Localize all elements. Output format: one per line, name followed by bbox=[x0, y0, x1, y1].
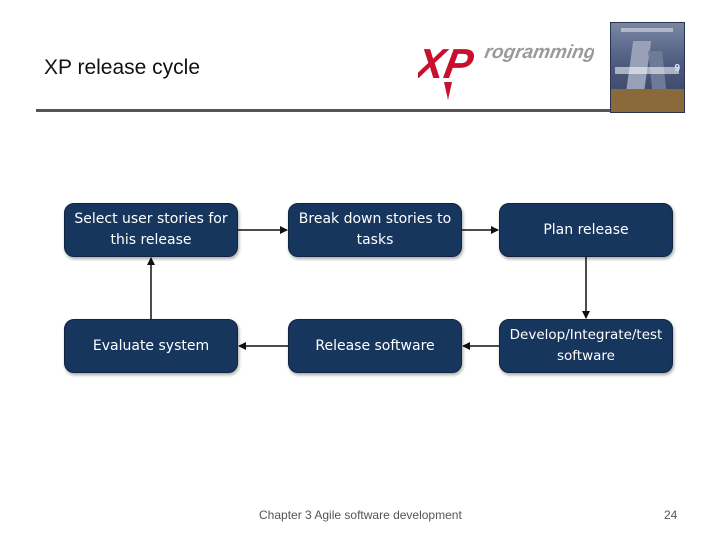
diagram-edges bbox=[147, 226, 590, 350]
page-number: 24 bbox=[664, 508, 678, 522]
slide-title: XP release cycle bbox=[44, 56, 201, 79]
svg-text:rogramming: rogramming bbox=[483, 42, 594, 63]
xprogramming-logo: XP rogramming bbox=[418, 40, 594, 100]
footer-chapter-text: Chapter 3 Agile software development bbox=[259, 508, 462, 522]
book-cover-image: 9 bbox=[610, 22, 685, 113]
svg-text:XP: XP bbox=[418, 40, 478, 87]
node-plan-release: Plan release bbox=[499, 203, 673, 257]
node-develop-integrate-test: Develop/Integrate/test software bbox=[499, 319, 673, 373]
node-break-down-stories: Break down stories to tasks bbox=[288, 203, 462, 257]
title-divider bbox=[36, 109, 684, 112]
node-select-user-stories: Select user stories for this release bbox=[64, 203, 238, 257]
node-release-software: Release software bbox=[288, 319, 462, 373]
node-evaluate-system: Evaluate system bbox=[64, 319, 238, 373]
